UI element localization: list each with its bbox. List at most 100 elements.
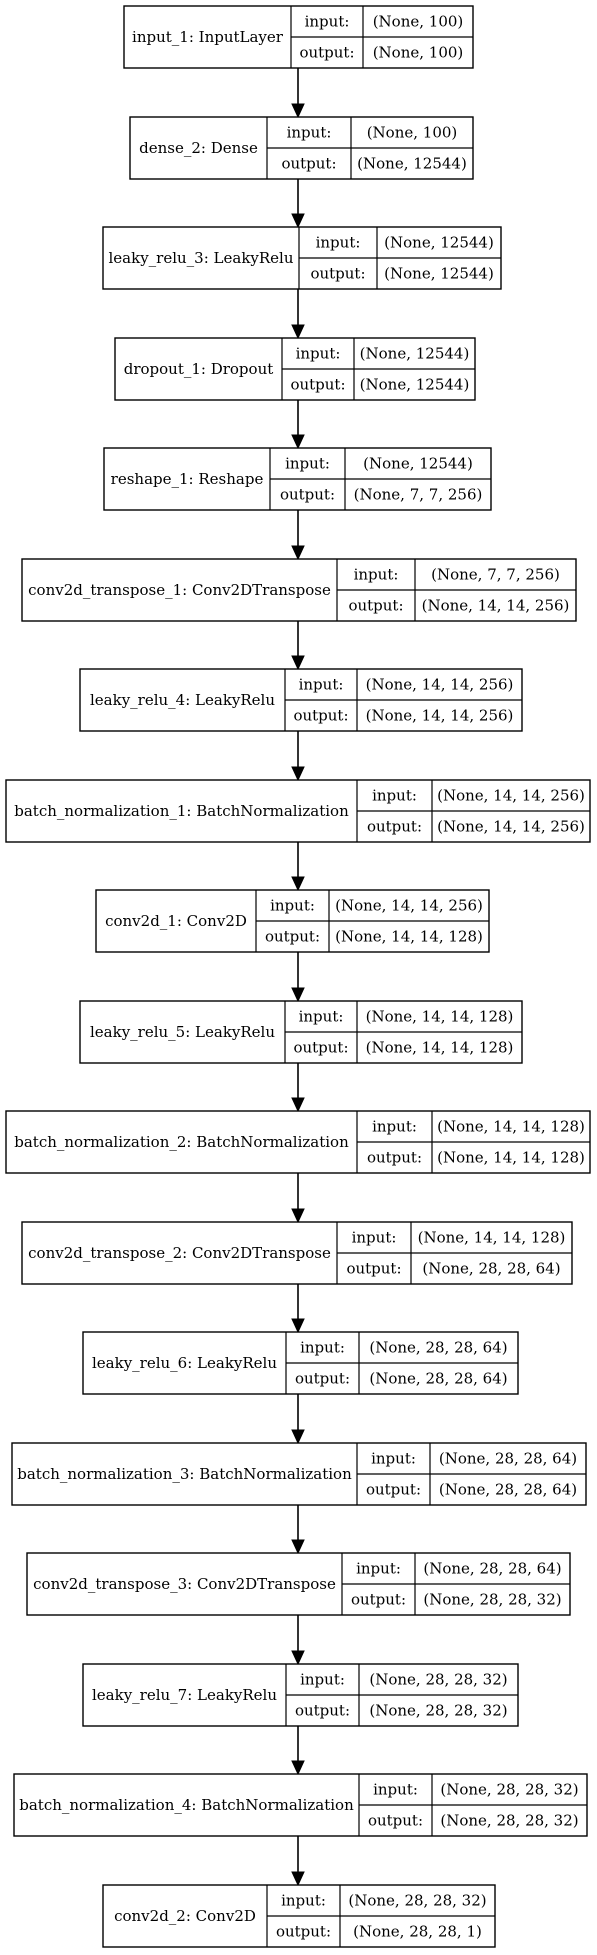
arrowhead-icon [291, 766, 305, 782]
output-label: output: [265, 928, 320, 946]
layer-name: conv2d_2: Conv2D [114, 1907, 256, 1925]
input-label: input: [299, 1008, 344, 1026]
output-shape: (None, 28, 28, 64) [369, 1370, 507, 1388]
edge-arrow [291, 510, 305, 561]
arrowhead-icon [291, 1871, 305, 1887]
output-shape: (None, 14, 14, 128) [437, 1149, 585, 1167]
edge-arrow [291, 289, 305, 340]
output-label: output: [295, 1370, 350, 1388]
edge-arrow [291, 731, 305, 782]
output-label: output: [346, 1260, 401, 1278]
edge-arrow [291, 952, 305, 1003]
input-label: input: [371, 1450, 416, 1468]
output-label: output: [351, 1591, 406, 1609]
layer-node: leaky_relu_6: LeakyRelu input: output: (Non… [82, 1331, 519, 1395]
input-shape: (None, 14, 14, 256) [335, 897, 483, 915]
layer-node: leaky_relu_5: LeakyRelu input: output: (Non… [79, 1000, 523, 1064]
arrowhead-icon [291, 324, 305, 340]
output-label: output: [293, 1039, 348, 1057]
input-shape: (None, 12544) [384, 234, 494, 252]
input-label: input: [372, 1118, 417, 1136]
layer-name: leaky_relu_5: LeakyRelu [90, 1023, 275, 1041]
input-shape: (None, 12544) [363, 455, 473, 473]
layer-name: conv2d_transpose_3: Conv2DTranspose [33, 1575, 336, 1593]
arrowhead-icon [291, 1760, 305, 1776]
input-label: input: [300, 1339, 345, 1357]
output-shape: (None, 14, 14, 256) [422, 597, 570, 615]
arrowhead-icon [291, 213, 305, 229]
arrowhead-icon [291, 1318, 305, 1334]
input-shape: (None, 14, 14, 128) [418, 1229, 566, 1247]
arrowhead-icon [291, 987, 305, 1003]
layer-name: dense_2: Dense [139, 139, 258, 157]
arrowhead-icon [291, 876, 305, 892]
arrowhead-icon [291, 545, 305, 561]
edge-arrow [291, 1173, 305, 1224]
output-shape: (None, 14, 14, 256) [437, 818, 585, 836]
input-label: input: [372, 787, 417, 805]
layer-node: batch_normalization_1: BatchNormalizatio… [5, 779, 591, 843]
layer-node: leaky_relu_7: LeakyReluinput:output:(Non… [82, 1663, 519, 1727]
layer-name: batch_normalization_4: BatchNormalizatio… [19, 1796, 354, 1814]
input-label: input: [299, 676, 344, 694]
arrowhead-icon [291, 1097, 305, 1113]
edge-arrow [291, 842, 305, 892]
layer-name: leaky_relu_6: LeakyRelu [92, 1354, 277, 1372]
output-label: output: [280, 486, 335, 504]
input-label: input: [356, 1560, 401, 1578]
output-shape: (None, 14, 14, 128) [335, 928, 483, 946]
layer-name: batch_normalization_3: BatchNormalizatio… [17, 1465, 352, 1483]
input-shape: (None, 14, 14, 256) [366, 676, 514, 694]
layer-node: batch_normalization_4: BatchNormalizatio… [13, 1773, 588, 1837]
arrowhead-icon [291, 103, 305, 119]
input-shape: (None, 28, 28, 64) [423, 1560, 561, 1578]
layer-name: conv2d_transpose_1: Conv2DTranspose [28, 581, 331, 599]
layer-node: leaky_relu_4: LeakyReluinput:output:(Non… [79, 668, 523, 732]
layer-node: conv2d_transpose_1: Conv2DTransposeinput… [21, 558, 577, 622]
output-label: output: [368, 1812, 423, 1830]
input-shape: (None, 28, 28, 32) [369, 1671, 507, 1689]
input-shape: (None, 7, 7, 256) [431, 566, 560, 584]
output-label: output: [299, 44, 354, 62]
layer-node: leaky_relu_3: LeakyReluinput:output:(Non… [102, 226, 502, 290]
output-label: output: [310, 265, 365, 283]
layer-name: reshape_1: Reshape [111, 470, 264, 488]
edge-arrow [291, 1063, 305, 1113]
input-label: input: [373, 1781, 418, 1799]
edges [291, 68, 305, 1887]
output-shape: (None, 14, 14, 128) [366, 1039, 514, 1057]
layer-name: batch_normalization_2: BatchNormalizatio… [14, 1133, 349, 1151]
layer-node: conv2d_transpose_2: Conv2DTransposeinput… [21, 1221, 573, 1285]
arrowhead-icon [291, 1208, 305, 1224]
edge-arrow [291, 1615, 305, 1666]
edge-arrow [291, 1836, 305, 1887]
input-label: input: [352, 1229, 397, 1247]
arrowhead-icon [291, 1539, 305, 1555]
output-label: output: [281, 155, 336, 173]
output-label: output: [293, 707, 348, 725]
output-shape: (None, 28, 28, 64) [439, 1481, 577, 1499]
output-shape: (None, 7, 7, 256) [354, 486, 483, 504]
layer-name: dropout_1: Dropout [124, 360, 274, 378]
arrowhead-icon [291, 1429, 305, 1445]
output-shape: (None, 28, 28, 64) [422, 1260, 560, 1278]
output-label: output: [366, 1481, 421, 1499]
input-label: input: [287, 124, 332, 142]
layer-name: input_1: InputLayer [132, 28, 284, 46]
edge-arrow [291, 68, 305, 119]
output-shape: (None, 28, 28, 32) [369, 1702, 507, 1720]
output-label: output: [276, 1923, 331, 1941]
input-shape: (None, 28, 28, 32) [440, 1781, 578, 1799]
input-shape: (None, 14, 14, 256) [437, 787, 585, 805]
edge-arrow [291, 400, 305, 450]
output-label: output: [367, 1149, 422, 1167]
layer-name: batch_normalization_1: BatchNormalizatio… [14, 802, 349, 820]
output-label: output: [295, 1702, 350, 1720]
output-shape: (None, 12544) [360, 376, 470, 394]
